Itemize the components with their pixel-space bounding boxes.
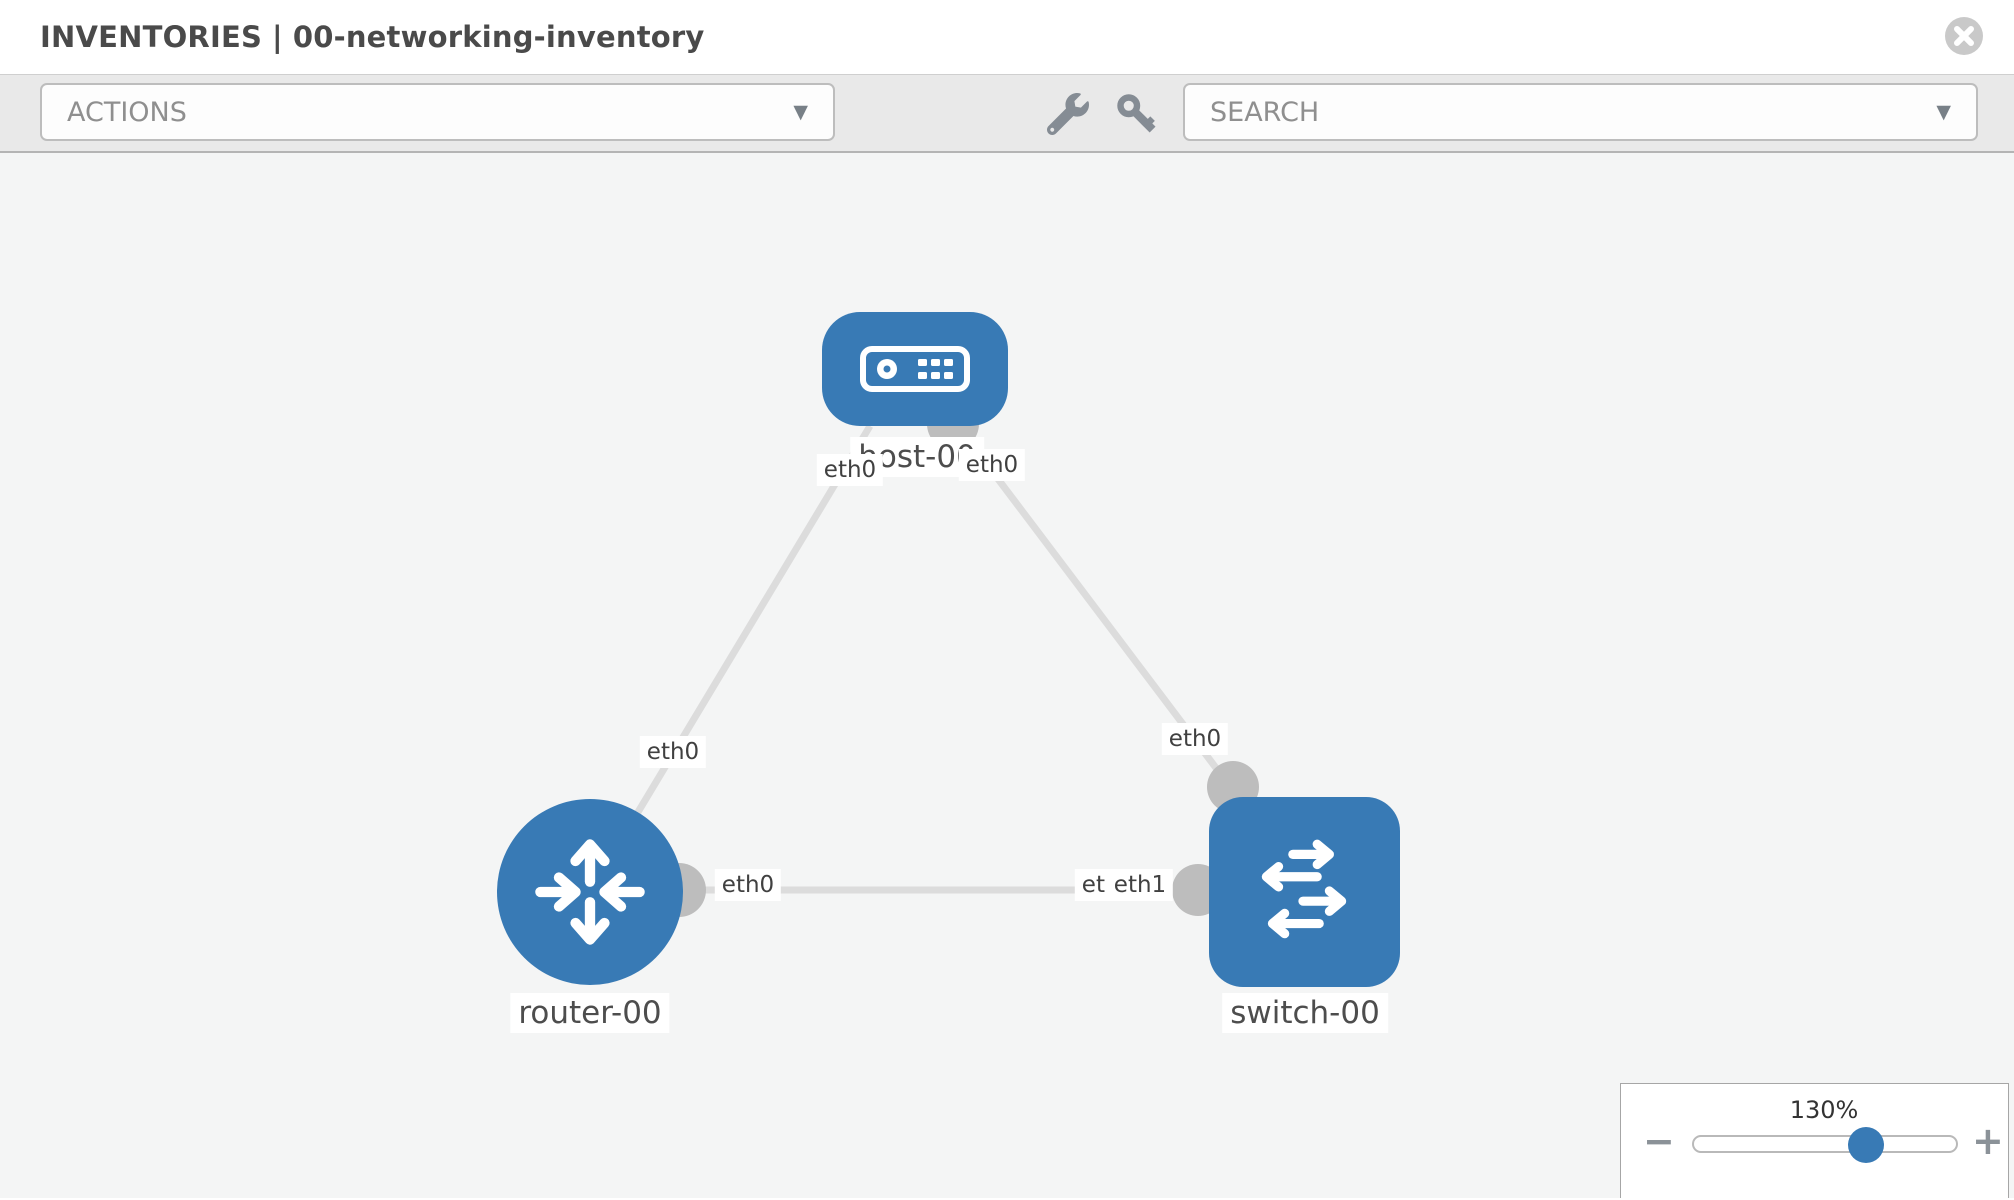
search-dropdown[interactable]: SEARCH ▼ [1183,83,1978,141]
zoom-level-value: 130% [1789,1096,1859,1124]
chevron-down-icon: ▼ [1936,101,1951,123]
interface-label-router-link-eth0: eth0 [639,736,707,768]
node-switch-00[interactable] [1209,797,1400,987]
zoom-out-button[interactable]: − [1643,1119,1675,1163]
interface-label-switch-eth0: eth0 [1161,723,1229,755]
node-host-00[interactable] [822,312,1008,426]
close-icon [1945,17,1983,55]
zoom-control-panel: 130% − + [1620,1083,2009,1198]
window-header: INVENTORIES | 00-networking-inventory [0,0,2014,75]
chevron-down-icon: ▼ [793,101,808,123]
zoom-slider-handle[interactable] [1848,1127,1884,1163]
interface-label-host-eth0-right: eth0 [958,449,1026,481]
host-icon [860,346,970,392]
router-icon [535,839,645,945]
node-router-00[interactable] [497,799,683,985]
breadcrumb-section: INVENTORIES [40,20,263,54]
node-label-switch-00: switch-00 [1222,993,1388,1033]
node-label-router-00: router-00 [510,993,670,1033]
toolbar: ACTIONS ▼ SEARCH ▼ [0,75,2014,153]
page-title: INVENTORIES | 00-networking-inventory [40,20,705,54]
interface-label-switch-eth1: eth1 [1106,869,1174,901]
switch-icon [1261,839,1346,939]
credentials-button[interactable] [1114,91,1160,137]
interface-label-router-eth0: eth0 [714,869,782,901]
topology-canvas[interactable]: host-00 router-00 switch-00 eth0 eth0 et… [0,153,2014,1198]
zoom-in-button[interactable]: + [1972,1119,2004,1163]
inventory-name: 00-networking-inventory [292,20,705,54]
close-button[interactable] [1944,16,1984,56]
search-dropdown-label: SEARCH [1210,96,1320,128]
breadcrumb-separator: | [272,20,283,54]
links-layer [586,398,1305,917]
actions-dropdown[interactable]: ACTIONS ▼ [40,83,835,141]
key-icon [1117,94,1156,133]
wrench-icon [1047,93,1089,135]
interface-label-host-eth0-left: eth0 [816,454,884,486]
zoom-slider[interactable] [1692,1127,1958,1163]
configure-button[interactable] [1045,91,1091,137]
actions-dropdown-label: ACTIONS [67,96,187,128]
